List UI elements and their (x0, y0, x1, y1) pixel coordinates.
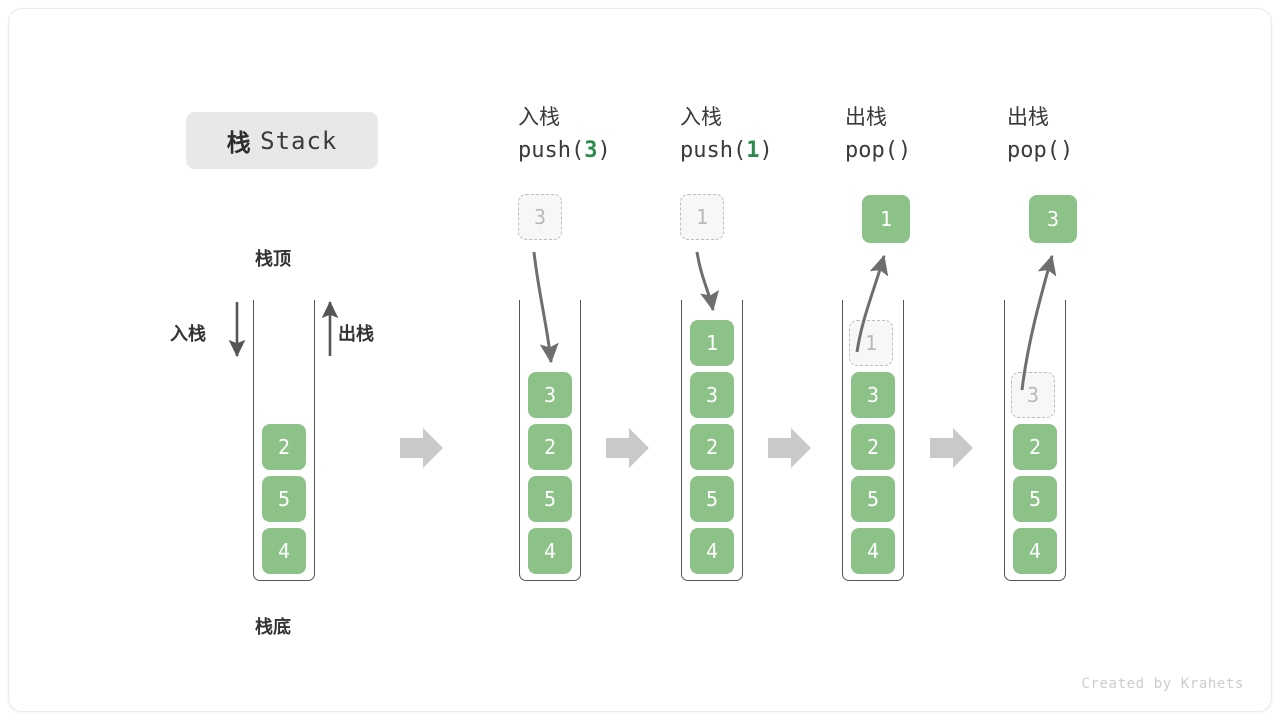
stack-container-push-3 (519, 300, 581, 581)
title-en: Stack (260, 126, 338, 155)
header-code-push-1: push(1) (680, 138, 773, 163)
header-arg-push-3: 3 (584, 138, 598, 163)
header-cn-pop-1: 出栈 (845, 106, 887, 129)
stack-cell: 5 (690, 476, 734, 522)
header-arg-push-1: 1 (746, 138, 760, 163)
stack-container-push-1 (681, 300, 743, 581)
stack-cell: 2 (851, 424, 895, 470)
ghost-cell-push-3: 3 (518, 194, 562, 240)
stack-cell: 2 (1013, 424, 1057, 470)
header-code-pop-1: pop() (845, 138, 912, 163)
ghost-cell-pop-1: 1 (849, 320, 893, 366)
label-stack-bottom: 栈底 (255, 617, 291, 637)
ghost-cell-push-1: 1 (680, 194, 724, 240)
stack-container-pop-1 (842, 300, 904, 581)
stack-container-pop-3 (1004, 300, 1066, 581)
stack-cell: 5 (1013, 476, 1057, 522)
stack-container-initial (253, 300, 315, 581)
stack-cell: 4 (851, 528, 895, 574)
header-code-pop-3: pop() (1007, 138, 1074, 163)
column-header-pop-1: 出栈 pop() (845, 105, 911, 166)
stack-cell: 3 (528, 372, 572, 418)
footer-credit: Created by Krahets (1081, 676, 1244, 692)
stack-cell: 4 (262, 528, 306, 574)
stack-cell: 4 (690, 528, 734, 574)
title-badge: 栈 Stack (186, 112, 378, 169)
stack-cell: 1 (690, 320, 734, 366)
column-header-pop-3: 出栈 pop() (1007, 105, 1073, 166)
header-cn-push-3: 入栈 (518, 106, 560, 129)
stack-cell: 2 (690, 424, 734, 470)
stack-cell: 2 (262, 424, 306, 470)
stack-cell: 5 (528, 476, 572, 522)
title-cn: 栈 (226, 130, 252, 157)
header-cn-push-1: 入栈 (680, 106, 722, 129)
label-push: 入栈 (170, 324, 206, 344)
column-header-push-1: 入栈 push(1) (680, 105, 773, 166)
stack-cell: 4 (1013, 528, 1057, 574)
ghost-cell-pop-3: 3 (1011, 372, 1055, 418)
label-stack-top: 栈顶 (255, 249, 291, 269)
column-header-push-3: 入栈 push(3) (518, 105, 611, 166)
stack-cell: 5 (851, 476, 895, 522)
stack-cell: 2 (528, 424, 572, 470)
popped-cell-1: 1 (862, 195, 910, 243)
popped-cell-3: 3 (1029, 195, 1077, 243)
stack-cell: 3 (851, 372, 895, 418)
stack-cell: 5 (262, 476, 306, 522)
header-cn-pop-3: 出栈 (1007, 106, 1049, 129)
stack-cell: 4 (528, 528, 572, 574)
header-code-push-3: push(3) (518, 138, 611, 163)
label-pop: 出栈 (338, 324, 374, 344)
stack-cell: 3 (690, 372, 734, 418)
